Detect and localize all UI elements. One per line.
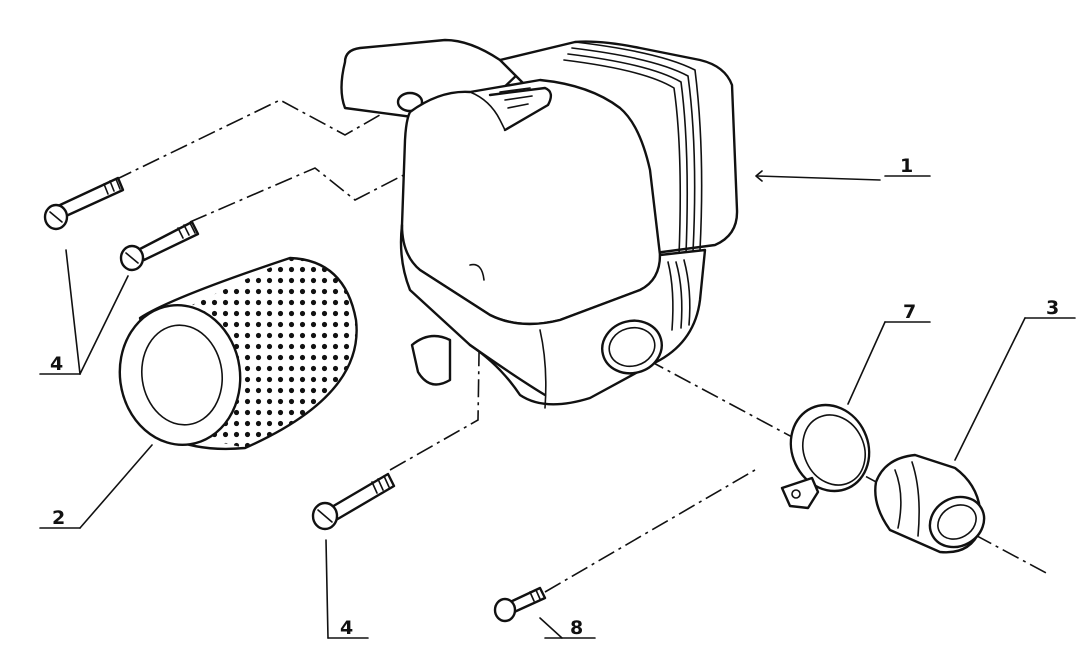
clamp-screw	[493, 586, 547, 623]
air-filter-housing	[340, 38, 739, 409]
callout-1-label: 1	[900, 155, 913, 177]
callout-4-upper-label: 4	[50, 353, 63, 375]
callout-7-label: 7	[903, 301, 916, 323]
lower-screw	[311, 472, 396, 531]
hose-clamp	[780, 403, 871, 510]
callout-2-label: 2	[52, 507, 65, 529]
callout-leaders	[39, 170, 1076, 639]
filter-element	[118, 256, 358, 451]
callout-8-label: 8	[570, 617, 583, 639]
callout-3-label: 3	[1046, 297, 1059, 319]
upper-screw-b	[119, 220, 200, 272]
callout-4-lower-label: 4	[340, 617, 353, 639]
callout-labels: 1 2 3 4 4 7 8	[50, 155, 1059, 639]
upper-screw-a	[43, 176, 125, 231]
intake-sleeve	[874, 453, 986, 554]
